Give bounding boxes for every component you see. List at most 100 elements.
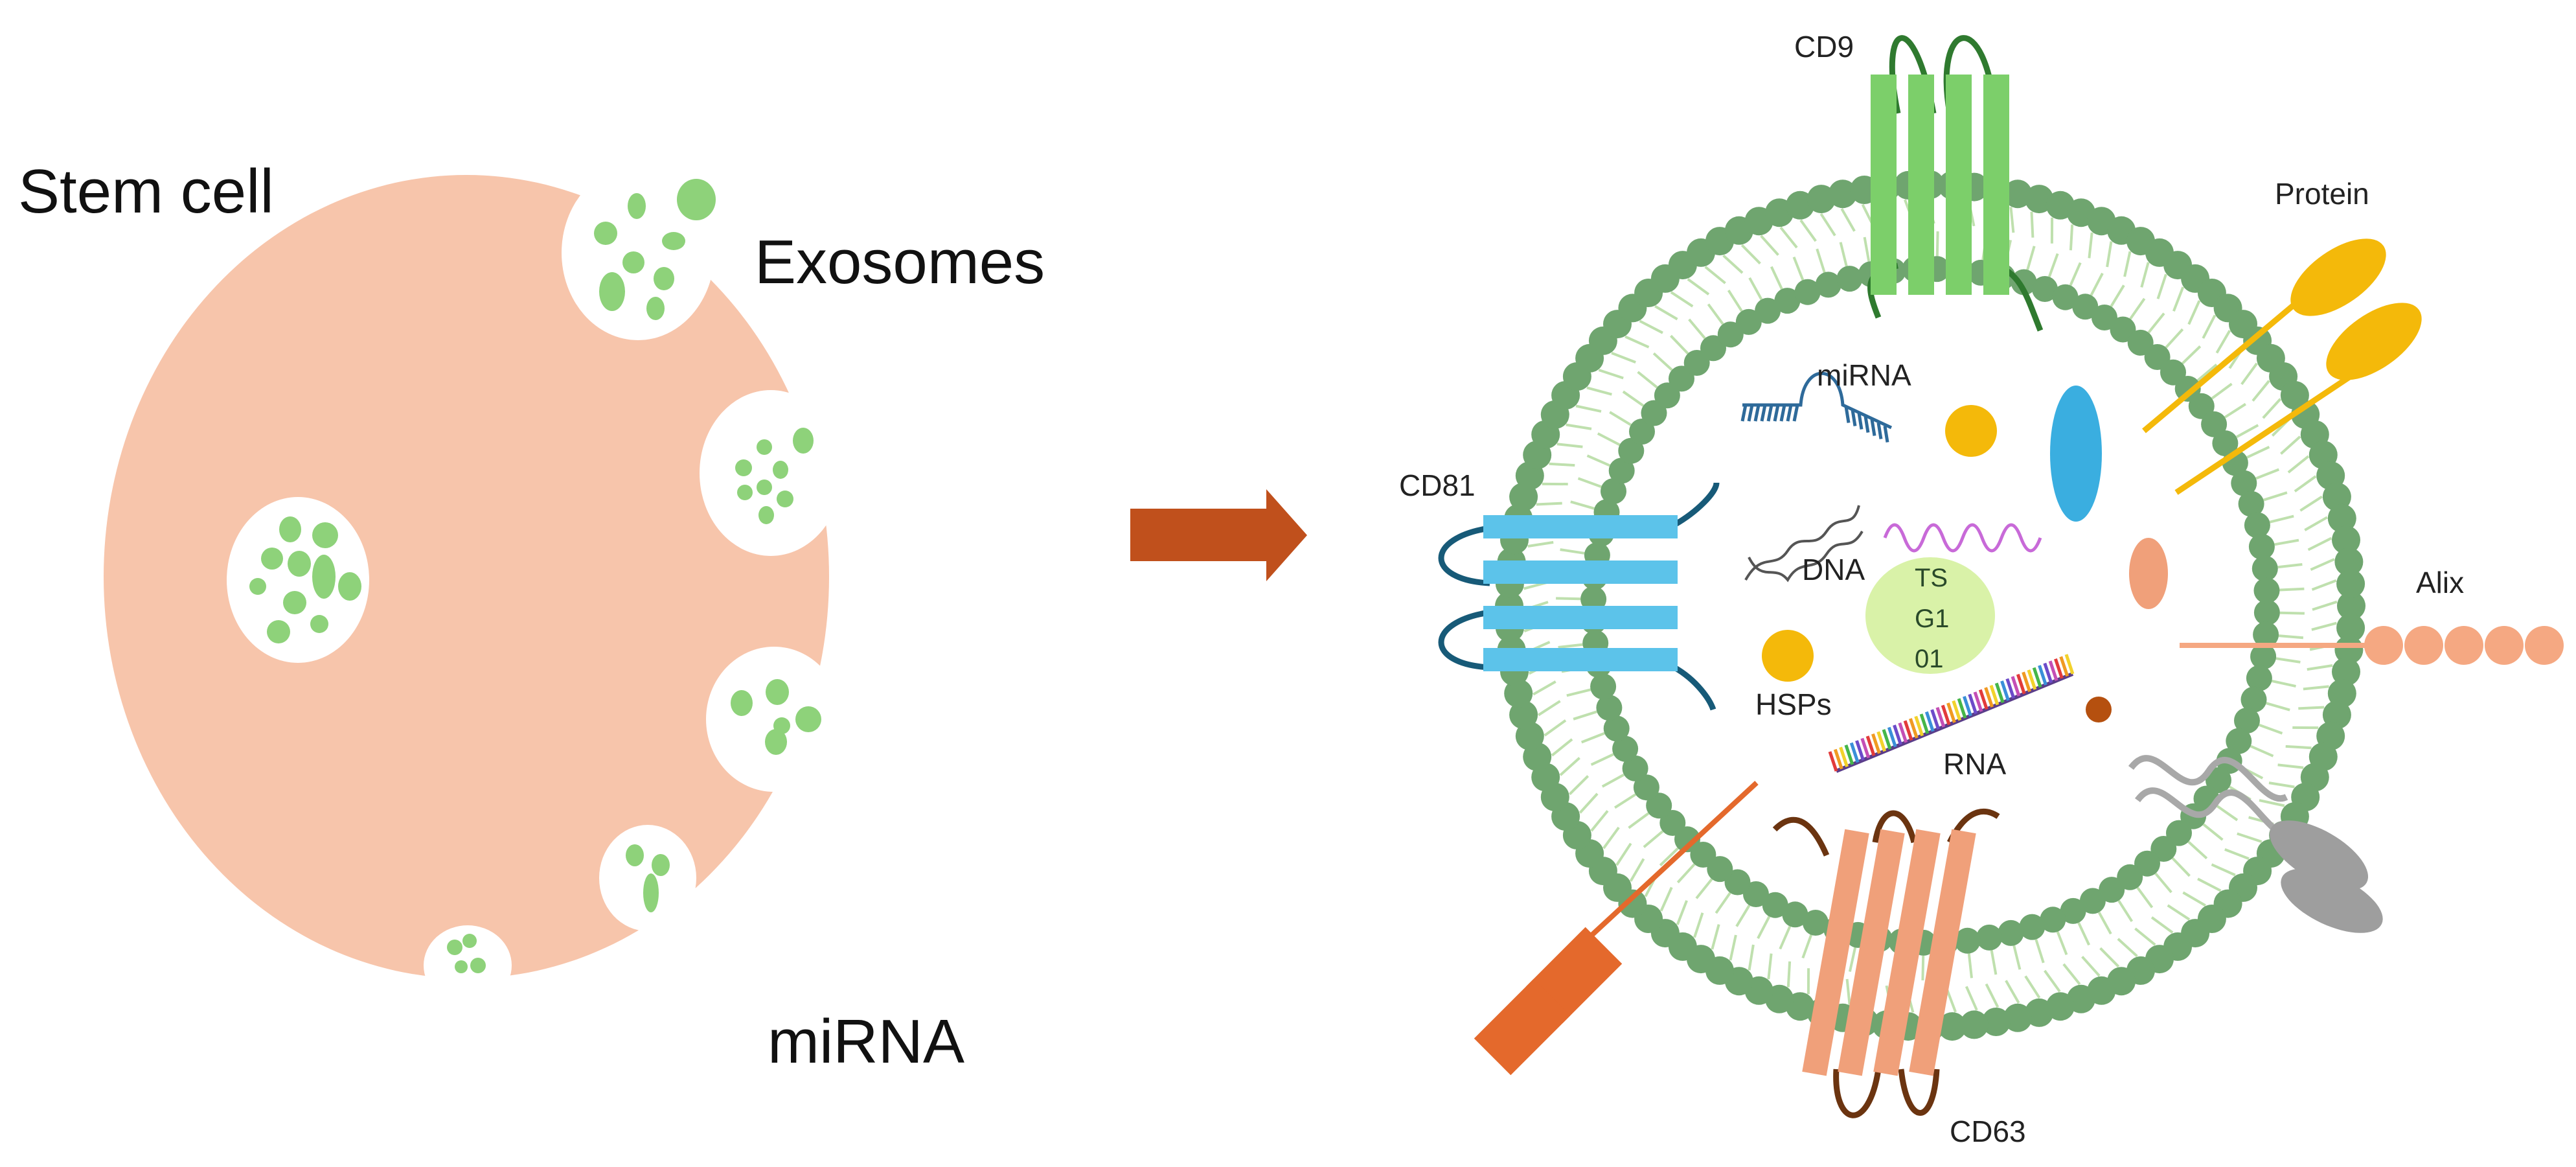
lipid-head-outer bbox=[2003, 179, 2033, 209]
lipid-tail bbox=[1740, 244, 1761, 265]
lipid-tail bbox=[1770, 266, 1783, 290]
lipid-tail bbox=[1967, 953, 1973, 978]
pink-rna-strand bbox=[1883, 523, 2042, 553]
lipid-tail bbox=[2156, 273, 2167, 299]
stem-cell-label: Stem cell bbox=[18, 157, 274, 226]
lipid-tail bbox=[1748, 277, 1763, 300]
lipid-tail bbox=[1556, 443, 1583, 448]
lipid-head-inner bbox=[1794, 279, 1821, 305]
exosome-vesicle bbox=[424, 925, 512, 1006]
lipid-tail bbox=[2310, 558, 2335, 572]
lipid-tail bbox=[1615, 842, 1632, 866]
lipid-tail bbox=[2246, 445, 2270, 459]
rna-base bbox=[2027, 669, 2037, 690]
lipid-tail bbox=[1921, 955, 1925, 980]
cargo-dot bbox=[626, 844, 644, 866]
lipid-head-inner bbox=[2052, 284, 2079, 310]
lipid-tail bbox=[2268, 781, 2295, 789]
rna-base bbox=[1946, 702, 1956, 723]
lipid-head-inner bbox=[2032, 276, 2058, 302]
cargo-dot bbox=[735, 459, 752, 476]
lipid-tail bbox=[2299, 495, 2323, 512]
cd63-tetraspanin bbox=[1772, 808, 2000, 1118]
rna-base bbox=[2054, 658, 2064, 679]
cd9-helix bbox=[1983, 75, 2009, 295]
lipid-head-inner bbox=[1836, 266, 1863, 292]
cargo-dot bbox=[249, 578, 266, 595]
lipid-tail bbox=[1654, 305, 1678, 321]
cargo-dot bbox=[766, 679, 789, 705]
lipid-tail bbox=[1799, 219, 1817, 242]
cd63-helix bbox=[1838, 829, 1905, 1076]
lipid-tail bbox=[2069, 262, 2082, 286]
rna-base bbox=[1978, 689, 1989, 710]
rna-base bbox=[1844, 745, 1854, 765]
stem-cell-group: Stem cell Exosomes miRNA bbox=[18, 157, 1045, 1076]
lipid-head-inner bbox=[1762, 892, 1788, 918]
rna-base bbox=[1984, 687, 1994, 708]
lipid-tail bbox=[2250, 745, 2274, 757]
lipid-tail bbox=[1760, 235, 1779, 256]
cargo-dot bbox=[737, 485, 753, 500]
lipid-tail bbox=[1792, 256, 1805, 281]
lipid-head-inner bbox=[1659, 810, 1686, 836]
lipid-head-outer bbox=[2337, 592, 2365, 620]
lipid-head-outer bbox=[1504, 679, 1533, 708]
lipid-tail bbox=[2215, 330, 2231, 354]
blue-vesicle-protein bbox=[2050, 386, 2102, 522]
lipid-tail bbox=[1570, 500, 1595, 510]
cargo-dot bbox=[338, 572, 361, 601]
lipid-head-inner bbox=[1774, 288, 1801, 314]
lipid-tail bbox=[2030, 211, 2035, 238]
lipid-tail bbox=[2165, 328, 2184, 349]
lipid-tail bbox=[1670, 291, 1694, 308]
lipid-tail bbox=[1757, 916, 1771, 940]
alix-protein bbox=[2180, 626, 2564, 665]
rna-base bbox=[1828, 751, 1838, 772]
mirna-strand bbox=[1740, 371, 1893, 443]
lipid-head-inner bbox=[1755, 297, 1781, 324]
alix-bead bbox=[2445, 626, 2483, 665]
rna-base bbox=[1924, 711, 1935, 732]
rna-base bbox=[2038, 665, 2047, 686]
lipid-head-inner bbox=[1590, 673, 1617, 700]
lipid-head-inner bbox=[1976, 924, 2003, 951]
lipid-tail bbox=[2044, 969, 2061, 993]
mirna-backbone bbox=[1742, 371, 1893, 430]
alix-bead bbox=[2364, 626, 2403, 665]
rna-base bbox=[1876, 731, 1887, 752]
lipid-tail bbox=[1935, 231, 1939, 257]
lipid-head-inner bbox=[1743, 881, 1769, 907]
lipid-tail bbox=[1715, 892, 1731, 914]
lipid-head-inner bbox=[2253, 599, 2280, 626]
lipid-tail bbox=[1848, 947, 1857, 972]
rna-base bbox=[1914, 715, 1924, 737]
cd63-helix bbox=[1802, 829, 1869, 1076]
rna-base bbox=[1930, 709, 1940, 730]
lipid-tail bbox=[2255, 468, 2280, 480]
lipid-tail bbox=[1722, 254, 1744, 274]
lipid-head-inner bbox=[1954, 927, 1981, 954]
lipid-tail bbox=[1779, 925, 1792, 950]
lipid-tail bbox=[1551, 738, 1573, 757]
grey-strand bbox=[2134, 787, 2294, 840]
rna-base bbox=[1909, 718, 1919, 739]
lipid-tail bbox=[2187, 840, 2208, 860]
lipid-tail bbox=[1729, 934, 1737, 961]
rna-base bbox=[1941, 704, 1951, 726]
lipid-head-inner bbox=[1633, 774, 1659, 801]
lipid-tail bbox=[2285, 745, 2312, 750]
lipid-tail bbox=[1711, 924, 1720, 950]
rna-base bbox=[1887, 726, 1897, 748]
lipid-tail bbox=[2304, 516, 2328, 531]
lipid-tail bbox=[2211, 382, 2233, 400]
orange-receptor bbox=[1474, 781, 1759, 1076]
lipid-tail bbox=[1695, 878, 1713, 899]
rna-base bbox=[1989, 684, 2000, 706]
cargo-dot bbox=[599, 272, 625, 311]
cd81-helix bbox=[1483, 606, 1678, 629]
cargo-dot bbox=[261, 548, 283, 570]
grey-receptor bbox=[2128, 755, 2383, 933]
lipid-head-inner bbox=[2248, 533, 2275, 560]
alix-bead bbox=[2485, 626, 2524, 665]
